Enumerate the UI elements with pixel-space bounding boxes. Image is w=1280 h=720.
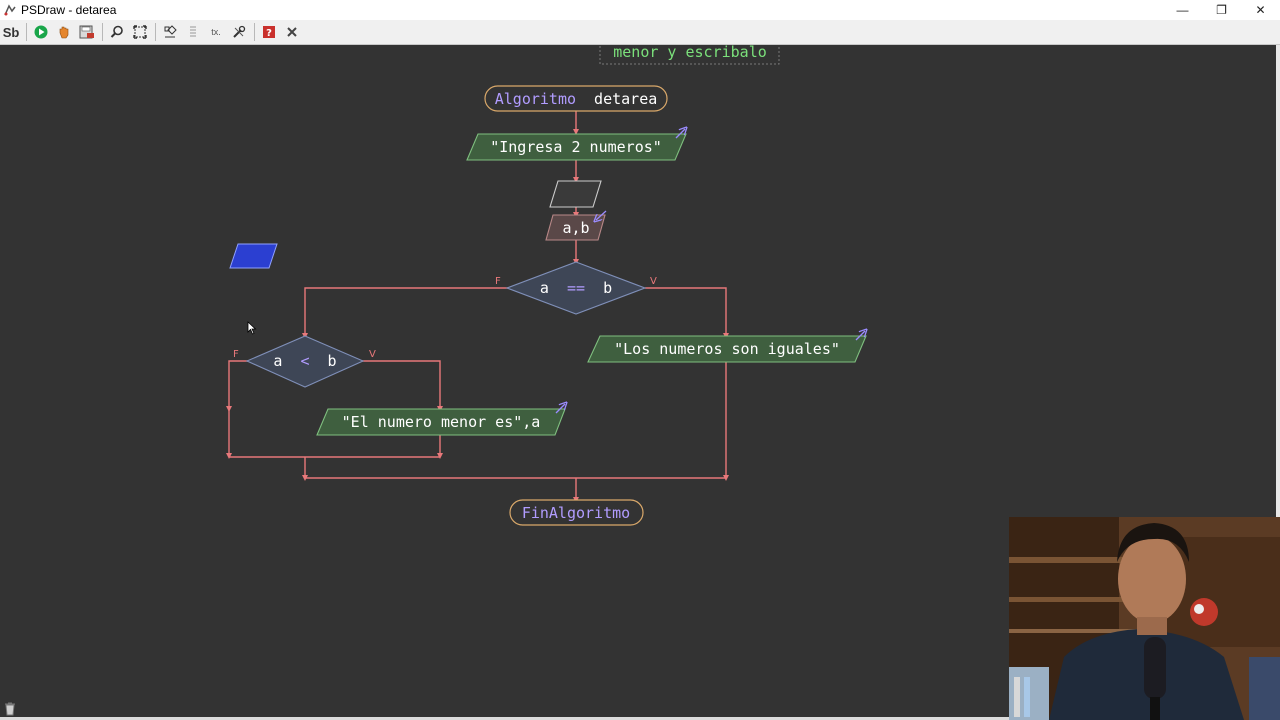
decision-less-shape [245,335,365,388]
algorithm-name: detarea [594,90,657,108]
sb-label: Sb [2,24,20,40]
end-terminal[interactable]: FinAlgoritmo [509,499,644,526]
decision-less-text: a < b [273,352,336,370]
input-ab-text: a,b [562,219,589,237]
output-menor-text: "El numero menor es",a [342,413,541,431]
comment-box [599,45,780,65]
toggle-sb-button[interactable]: Sb [0,21,22,43]
input-ab-shape [545,214,606,241]
decision-less[interactable]: a < b F V [233,335,376,388]
output-iguales[interactable]: "Los numeros son iguales" [587,331,867,363]
save-image-icon [79,25,94,39]
variables-button[interactable]: tx. [205,21,227,43]
connector-decision1-true [645,287,729,339]
connectors [226,111,729,503]
webcam-overlay [1009,517,1280,720]
start-terminal[interactable]: Algoritmo detarea [484,85,668,112]
decision1-true-label: V [650,276,657,287]
start-terminal-shape [484,85,668,112]
cond1-right: b [603,279,612,297]
output-arrow-icon [855,331,865,341]
output-arrow-icon [555,404,565,414]
output-iguales-text: "Los numeros son iguales" [614,340,840,358]
output-arrow-icon [675,129,685,139]
toolbar: Sb tx. ? [0,20,1280,45]
psdraw-app-icon [3,3,17,17]
zoom-button[interactable] [106,21,128,43]
empty-input-shape [549,180,602,208]
cond1-op: == [567,279,585,297]
window-controls: — ❐ ✕ [1163,0,1280,20]
trash-icon[interactable] [2,700,18,716]
restore-button[interactable]: ❐ [1216,3,1227,17]
input-ab[interactable]: a,b [545,210,607,241]
tools-icon [233,25,246,38]
connector-decision2-false [226,360,248,412]
toolbar-separator [102,23,103,41]
comment-lines-icon [190,26,196,37]
comment-text: menor y escribalo [613,45,767,61]
cond2-left: a [273,352,282,370]
empty-input[interactable] [549,180,602,208]
output-ingresa[interactable]: "Ingresa 2 numeros" [466,129,687,161]
help-icon: ? [263,26,275,39]
shapes-icon [164,25,177,38]
decision-equal-text: a == b [540,279,612,297]
toolbar-separator [155,23,156,41]
end-terminal-text: FinAlgoritmo [522,504,630,522]
decision-equal[interactable]: a == b F V [495,261,657,315]
decision1-false-label: F [495,276,501,287]
output-iguales-shape [587,335,867,363]
output-menor[interactable]: "El numero menor es",a [316,404,566,436]
magnifier-icon [110,25,123,38]
play-icon [34,25,48,39]
decision2-false-label: F [233,349,239,360]
svg-text:?: ? [266,28,272,39]
help-button[interactable]: ? [258,21,280,43]
hand-tool-button[interactable] [53,21,75,43]
save-image-button[interactable] [76,21,98,43]
output-menor-shape [316,408,566,436]
run-button[interactable] [30,21,52,43]
palette-parallelogram-shape [229,243,278,269]
output-ingresa-text: "Ingresa 2 numeros" [490,138,662,156]
window-title: PSDraw - detarea [21,3,117,17]
close-diagram-button[interactable] [281,21,303,43]
cond2-right: b [328,352,337,370]
bottom-scrollbar[interactable] [0,717,1280,720]
close-button[interactable]: ✕ [1255,3,1266,17]
decision-equal-shape [505,261,647,315]
hand-icon [59,26,69,39]
start-keyword: Algoritmo [495,90,576,108]
input-arrow-icon [596,210,607,220]
comment-block[interactable]: menor y escribalo [599,45,780,65]
output-ingresa-shape [466,133,687,161]
shapes-palette-button[interactable] [159,21,181,43]
fit-to-window-button[interactable] [129,21,151,43]
mouse-cursor-icon [247,321,257,335]
toolbar-separator [26,23,27,41]
cond1-left: a [540,279,549,297]
fit-window-icon [133,25,147,39]
cond2-op: < [300,352,309,370]
variables-label: tx. [211,27,221,37]
end-terminal-shape [509,499,644,526]
configure-button[interactable] [228,21,250,43]
title-bar: PSDraw - detarea — ❐ ✕ [0,0,1280,20]
connector-decision2-true [362,360,443,412]
flowchart-svg: menor y escribalo Algoritmo detar [226,45,1276,526]
decision2-true-label: V [369,349,376,360]
comments-button[interactable] [182,21,204,43]
vertical-scrollbar[interactable] [1276,45,1280,717]
palette-parallelogram[interactable] [229,243,278,269]
webcam-video-feed [1009,517,1280,720]
connector-decision1-false [302,287,508,339]
toolbar-separator [254,23,255,41]
minimize-button[interactable]: — [1176,3,1189,17]
start-terminal-text: Algoritmo detarea [495,90,658,108]
close-x-icon [287,27,297,37]
